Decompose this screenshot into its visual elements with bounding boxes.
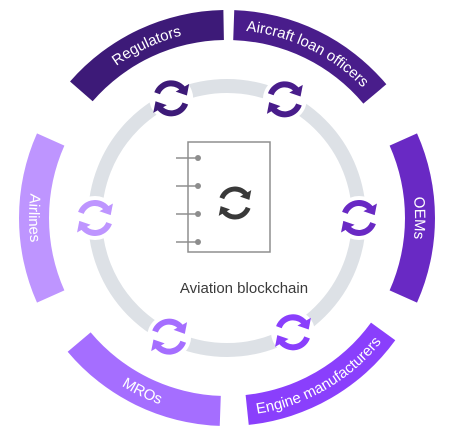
sync-icon-oems	[341, 200, 377, 236]
segment-mros	[67, 332, 221, 426]
label-oems: OEMs	[410, 196, 428, 240]
segment-engine	[245, 322, 396, 425]
ledger-tab-dot	[195, 155, 201, 161]
segment-airlines	[18, 133, 65, 303]
sync-icon	[218, 186, 252, 220]
label-airlines: Airlines	[25, 193, 43, 243]
sync-icon-loan	[266, 81, 303, 118]
ledger-tab-dot	[195, 211, 201, 217]
ledger-tab-dot	[195, 183, 201, 189]
segment-oems	[389, 133, 436, 303]
center-label: Aviation blockchain	[180, 280, 308, 297]
segment-loan	[233, 10, 387, 104]
sync-icon-airlines	[77, 200, 113, 236]
sync-icon-engine	[275, 314, 311, 351]
sync-icon	[218, 186, 252, 220]
sync-icon-mros	[151, 318, 188, 355]
segment-regulators	[70, 10, 224, 102]
ledger-tab-dot	[195, 239, 201, 245]
sync-icon-regulators	[153, 80, 190, 117]
notebook-icon	[176, 141, 271, 253]
